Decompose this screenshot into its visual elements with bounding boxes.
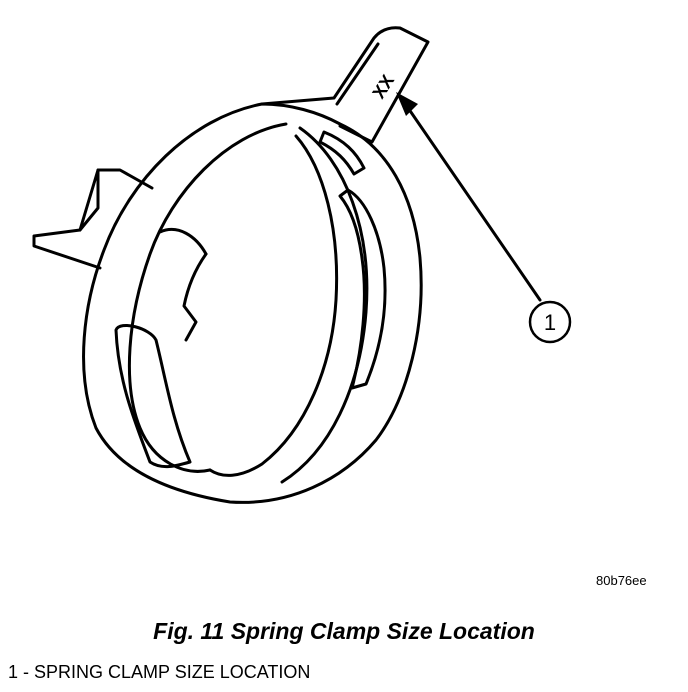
callout-number: 1 [544, 310, 556, 335]
upper-tang-inner-edge [335, 42, 380, 106]
clamp-inner-lower-edge [208, 134, 339, 477]
clamp-band-thickness [280, 126, 369, 484]
right-slot-main [338, 188, 387, 390]
clamp-outer-band [82, 102, 423, 504]
spring-clamp-illustration: XX 1 [32, 26, 572, 504]
clamp-inner-edge [127, 122, 288, 473]
left-tang [32, 168, 154, 270]
upper-tang [260, 26, 430, 144]
callout-leader-line [402, 100, 542, 302]
legend-item: 1 - SPRING CLAMP SIZE LOCATION [8, 662, 311, 682]
left-slot [114, 324, 192, 469]
clamp-size-marking: XX [368, 71, 398, 102]
callout-circle [528, 300, 572, 344]
callout-arrowhead [396, 92, 418, 116]
left-tang-fold [78, 168, 100, 232]
clamp-notch [182, 252, 208, 342]
figure-code: 80b76ee [596, 573, 647, 588]
figure-caption: Fig. 11 Spring Clamp Size Location [153, 618, 535, 644]
clamp-notch-top [158, 228, 208, 256]
right-slot-upper [318, 130, 366, 176]
